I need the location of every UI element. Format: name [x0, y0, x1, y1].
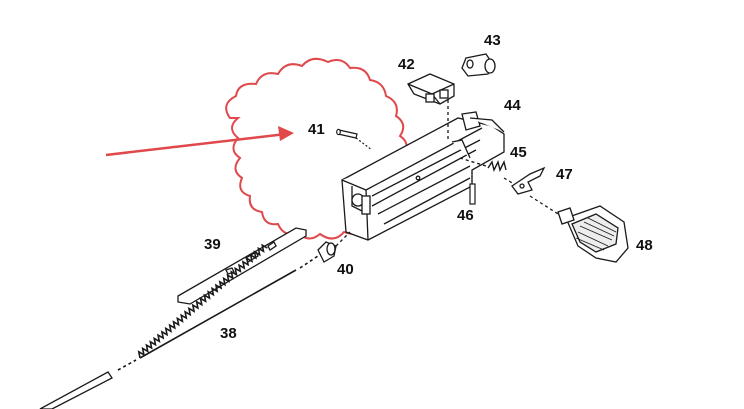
part-label-48: 48: [636, 237, 653, 254]
part-40-bushing: [317, 231, 351, 263]
part-label-43: 43: [484, 32, 501, 49]
part-label-38: 38: [220, 325, 237, 342]
part-43-cap: [461, 53, 496, 77]
highlight-arrow-head: [278, 126, 294, 141]
part-label-44: 44: [504, 97, 521, 114]
part-41-pin: [336, 128, 373, 151]
part-38-spring: [117, 243, 319, 371]
part-47-lever: [503, 166, 546, 195]
part-label-40: 40: [337, 261, 354, 278]
part-label-39: 39: [204, 236, 221, 253]
guide-rod: [39, 371, 113, 409]
part-42-block: [407, 73, 455, 105]
part-48-trigger: [529, 195, 629, 263]
highlight-arrow-shaft: [105, 132, 287, 157]
part-45-spring: [459, 157, 507, 173]
part-label-45: 45: [510, 144, 527, 161]
part-label-46: 46: [457, 207, 474, 224]
part-44-housing: [341, 100, 505, 241]
part-label-42: 42: [398, 56, 415, 73]
part-46-pin: [469, 172, 476, 205]
part-label-47: 47: [556, 166, 573, 183]
part-label-41: 41: [308, 121, 325, 138]
